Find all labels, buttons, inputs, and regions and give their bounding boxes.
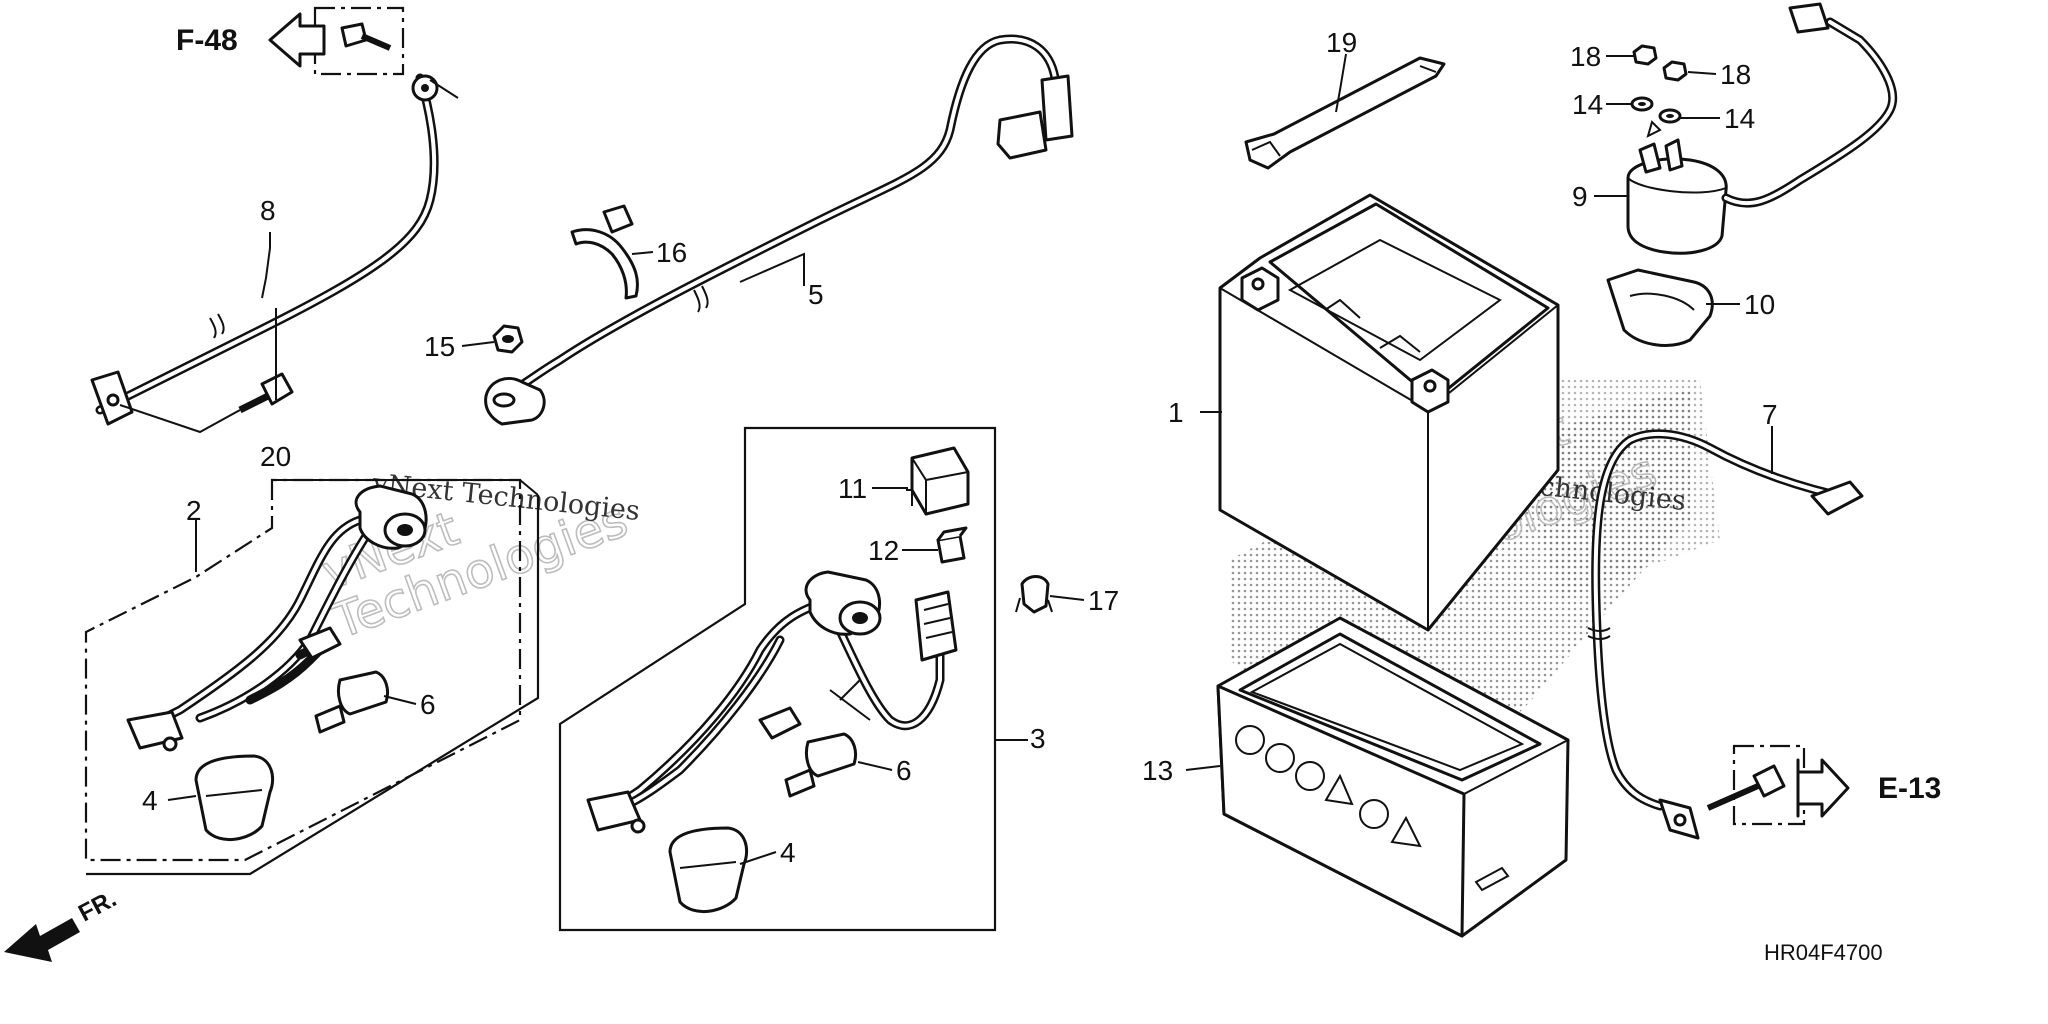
- callouts: 1 2 3 4 4 5 6 6 7 8 9 10 11 12 13 14 14 …: [142, 27, 1778, 868]
- callout-12[interactable]: 12: [868, 535, 899, 566]
- callout-1[interactable]: 1: [1168, 397, 1184, 428]
- small-terminal-icon: [758, 706, 802, 740]
- callout-18-right[interactable]: 18: [1720, 59, 1751, 90]
- callout-4-left[interactable]: 4: [142, 785, 158, 816]
- bolt-reference-box: [313, 6, 405, 76]
- terminal-positive-icon: [1410, 368, 1450, 414]
- battery-box-13: [1216, 616, 1570, 938]
- terminal-boot-4-icon: [668, 826, 749, 914]
- nut-18-right: [1662, 60, 1688, 82]
- relay-11: [906, 446, 970, 516]
- callout-19[interactable]: 19: [1326, 27, 1357, 58]
- callout-15[interactable]: 15: [424, 331, 455, 362]
- small-terminal-icon: [298, 626, 342, 660]
- starter-relay-9: [1626, 2, 1898, 255]
- ring-terminal-icon: [586, 790, 646, 834]
- ref-f48-label[interactable]: F-48: [176, 24, 238, 57]
- washer-14-left: [1630, 96, 1654, 112]
- callout-9[interactable]: 9: [1572, 181, 1588, 212]
- flange-bolt-icon: [1706, 764, 1786, 811]
- ground-cable-8: [90, 6, 459, 434]
- kit-3-frame: [558, 426, 997, 932]
- nut-18-left: [1632, 44, 1658, 66]
- callout-8[interactable]: 8: [260, 195, 276, 226]
- cable-eyelet-icon: [411, 74, 459, 102]
- callout-5[interactable]: 5: [808, 279, 824, 310]
- flange-bolt-icon: [340, 22, 392, 51]
- callout-17[interactable]: 17: [1088, 585, 1119, 616]
- ring-terminal-icon: [126, 710, 184, 752]
- washer-14-right: [1658, 108, 1682, 124]
- box-mark-circle-3: [1295, 761, 1325, 791]
- terminal-negative-icon: [1240, 266, 1280, 312]
- terminal-cover-6-icon: [784, 732, 858, 798]
- arrow-left-icon: [268, 12, 326, 68]
- box-mark-circle-1: [1235, 725, 1265, 755]
- callout-6-middle[interactable]: 6: [896, 755, 912, 786]
- terminal-boot-4-icon: [194, 754, 275, 842]
- callout-13[interactable]: 13: [1142, 755, 1173, 786]
- box-mark-circle-4: [1359, 799, 1389, 829]
- wire-harness-3: [586, 570, 958, 914]
- arrow-right-icon: [1796, 758, 1850, 818]
- callout-20[interactable]: 20: [260, 441, 291, 472]
- front-label: FR.: [74, 885, 121, 927]
- callout-16[interactable]: 16: [656, 237, 687, 268]
- terminal-nut-boot-icon: [484, 377, 546, 426]
- coupler-icon: [914, 590, 958, 662]
- callout-14-right[interactable]: 14: [1724, 103, 1755, 134]
- callout-2[interactable]: 2: [186, 495, 202, 526]
- callout-3[interactable]: 3: [1030, 723, 1046, 754]
- drawing-code: HR04F4700: [1764, 940, 1883, 965]
- ref-arrow-e13: E-13: [1796, 758, 1941, 818]
- clip-17: [1015, 575, 1053, 614]
- battery-band-19: [1244, 56, 1446, 170]
- terminal-lug-icon: [90, 370, 134, 426]
- terminal-lug-icon: [1658, 798, 1700, 840]
- box-mark-triangle-2: [1390, 815, 1422, 848]
- callout-10[interactable]: 10: [1744, 289, 1775, 320]
- leader-lines: [167, 53, 1773, 865]
- nut-15: [492, 324, 524, 354]
- cable-band-16: [570, 204, 639, 300]
- box-mark-circle-2: [1265, 743, 1295, 773]
- battery-1: [1218, 193, 1560, 632]
- callout-4-middle[interactable]: 4: [780, 837, 796, 868]
- battery-cable-7: [1587, 429, 1864, 840]
- front-arrow-icon: [4, 918, 80, 962]
- callout-7[interactable]: 7: [1762, 399, 1778, 430]
- kit-2-frame: [84, 478, 540, 876]
- callout-11[interactable]: 11: [838, 473, 867, 504]
- ref-e13-label[interactable]: E-13: [1878, 772, 1941, 805]
- starter-cable-5: [484, 34, 1074, 426]
- callout-6-left[interactable]: 6: [420, 689, 436, 720]
- ref-arrow-f48: F-48: [176, 12, 326, 68]
- callout-18-left[interactable]: 18: [1570, 41, 1601, 72]
- terminal-boot-icon: [996, 74, 1074, 160]
- callout-14-left[interactable]: 14: [1572, 89, 1603, 120]
- front-indicator: FR.: [4, 885, 121, 962]
- relay-cover-10: [1606, 268, 1714, 347]
- connector-cap-icon: [354, 484, 428, 550]
- wire-harness-2: [126, 484, 428, 842]
- fuse-12: [936, 526, 968, 564]
- box-mark-triangle-1: [1324, 773, 1354, 806]
- terminal-cover-6-icon: [314, 670, 390, 734]
- bolt-20-icon: [238, 372, 294, 414]
- connector-cap-icon: [804, 570, 882, 636]
